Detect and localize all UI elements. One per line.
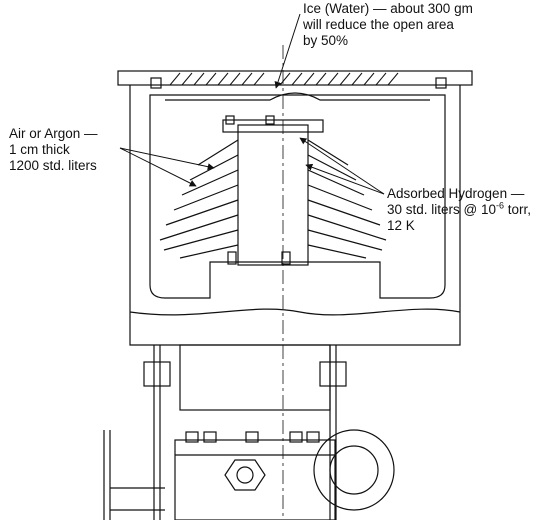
ice-label-line-1: Ice (Water) — about 300 gm [303,1,473,16]
flange-hatching [169,72,399,86]
valve-bolts [185,431,320,443]
hydrogen-leader-1 [299,137,385,195]
hydrogen-label-line-2: 30 std. liters @ 10-6 torr, [387,200,532,218]
top-flange [117,70,473,86]
side-port-inner [329,445,379,495]
hydrogen-label-line-2-pre: 30 std. liters @ 10 [387,202,497,217]
vessel-base-band [129,308,461,316]
cryopanel-fins-left [159,139,239,259]
baffle-brackets [150,77,447,89]
hex-nut [224,459,266,491]
gate-valve-body [174,439,336,520]
support-rods [153,345,337,520]
rod-clamps [143,361,347,387]
cryopanel-fins-right [307,139,387,259]
air-label-line-2: 1 cm thick [9,142,70,157]
air-leader-2 [119,147,197,187]
lower-housing [179,344,331,411]
air-label: Air or Argon — 1 cm thick 1200 std. lite… [9,126,98,174]
cold-head-column [237,124,309,266]
ice-label-line-2: will reduce the open area [303,17,454,32]
radiation-shield [149,94,446,299]
left-pipe [103,430,165,520]
hex-nut-bore [236,466,254,484]
hydrogen-label-line-1: Adsorbed Hydrogen — [387,186,525,201]
air-leader-1 [119,147,215,171]
hydrogen-label-line-3: 12 K [387,218,415,233]
ice-baffle [165,92,430,101]
ice-label-line-3: by 50% [303,33,349,48]
ice-label: Ice (Water) — about 300 gm will reduce t… [303,1,473,49]
column-bolts [225,115,291,265]
hydrogen-label-exponent: -6 [496,200,505,211]
hydrogen-label-line-2-post: torr, [504,202,532,217]
hydrogen-label: Adsorbed Hydrogen — 30 std. liters @ 10-… [387,186,531,234]
air-label-line-3: 1200 std. liters [9,158,97,173]
ice-leader [274,13,301,89]
cold-head-upper [222,119,324,133]
air-label-line-1: Air or Argon — [9,126,98,141]
hydrogen-leader-2 [305,163,385,195]
side-port-flange [313,429,395,511]
